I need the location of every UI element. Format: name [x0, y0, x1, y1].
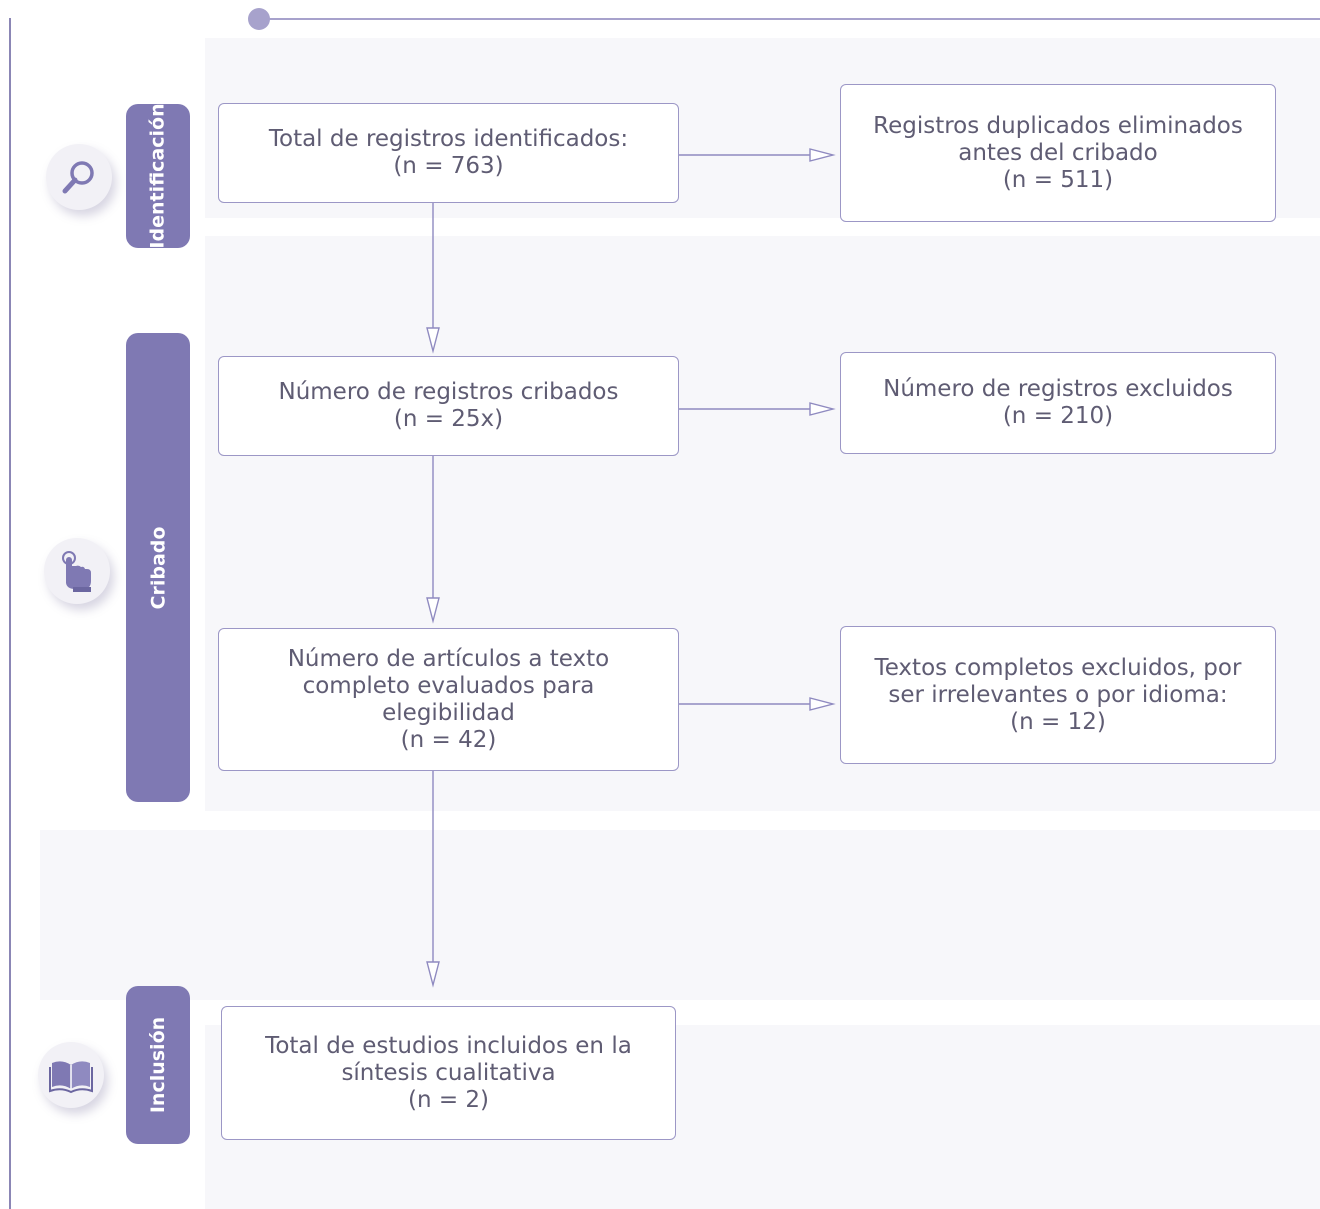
- box-texto-completo-line-1: Número de artículos a texto: [287, 645, 610, 672]
- box-incluidos-count: (n = 2): [407, 1086, 490, 1113]
- box-excluidos-line-1: Número de registros excluidos: [883, 376, 1233, 402]
- box-texto-completo: Número de artículos a texto completo eva…: [218, 628, 679, 771]
- arrowhead-right-2: [809, 402, 836, 416]
- arrowhead-down-1: [426, 327, 440, 354]
- box-excluidos-count: (n = 210): [1002, 403, 1114, 429]
- left-rule: [9, 18, 11, 1209]
- box-duplicados-count: (n = 511): [1002, 166, 1114, 193]
- box-incluidos: Total de estudios incluidos en la síntes…: [221, 1006, 676, 1140]
- box-cribados-count: (n = 25x): [393, 406, 504, 432]
- open-book-icon: [38, 1042, 104, 1108]
- arrowhead-right-1: [809, 148, 836, 162]
- box-total-identificados-count: (n = 763): [393, 153, 504, 179]
- box-cribados: Número de registros cribados (n = 25x): [218, 356, 679, 456]
- box-texto-completo-line-3: elegibilidad: [382, 699, 515, 726]
- stage-label-inclusion: Inclusión: [126, 986, 190, 1144]
- box-textos-excluidos-line-1: Textos completos excluidos, por: [874, 654, 1242, 681]
- box-total-identificados: Total de registros identificados: (n = 7…: [218, 103, 679, 203]
- box-incluidos-line-2: síntesis cualitativa: [341, 1059, 556, 1086]
- arrowhead-down-3: [426, 961, 440, 988]
- box-incluidos-line-1: Total de estudios incluidos en la: [265, 1032, 632, 1059]
- top-rule-dot: [248, 8, 270, 30]
- box-textos-excluidos-count: (n = 12): [1010, 708, 1106, 735]
- box-duplicados-line-2: antes del cribado: [958, 139, 1158, 166]
- magnifier-icon: [46, 144, 112, 210]
- top-rule: [260, 18, 1320, 20]
- arrowhead-down-2: [426, 597, 440, 624]
- arrowhead-right-3: [809, 697, 836, 711]
- box-texto-completo-count: (n = 42): [400, 726, 497, 753]
- box-textos-excluidos-line-2: ser irrelevantes o por idioma:: [888, 681, 1228, 708]
- box-duplicados: Registros duplicados eliminados antes de…: [840, 84, 1276, 222]
- stage-label-identificacion: Identificación: [126, 103, 190, 249]
- background-band-gap: [40, 830, 1320, 1000]
- box-texto-completo-line-2: completo evaluados para: [302, 672, 595, 699]
- box-cribados-line-1: Número de registros cribados: [278, 379, 619, 405]
- box-excluidos: Número de registros excluidos (n = 210): [840, 352, 1276, 454]
- box-duplicados-line-1: Registros duplicados eliminados: [873, 112, 1243, 139]
- box-textos-excluidos: Textos completos excluidos, por ser irre…: [840, 626, 1276, 764]
- stage-label-cribado: Cribado: [126, 333, 190, 802]
- pointing-hand-icon: [44, 538, 110, 604]
- box-total-identificados-line-1: Total de registros identificados:: [268, 126, 629, 152]
